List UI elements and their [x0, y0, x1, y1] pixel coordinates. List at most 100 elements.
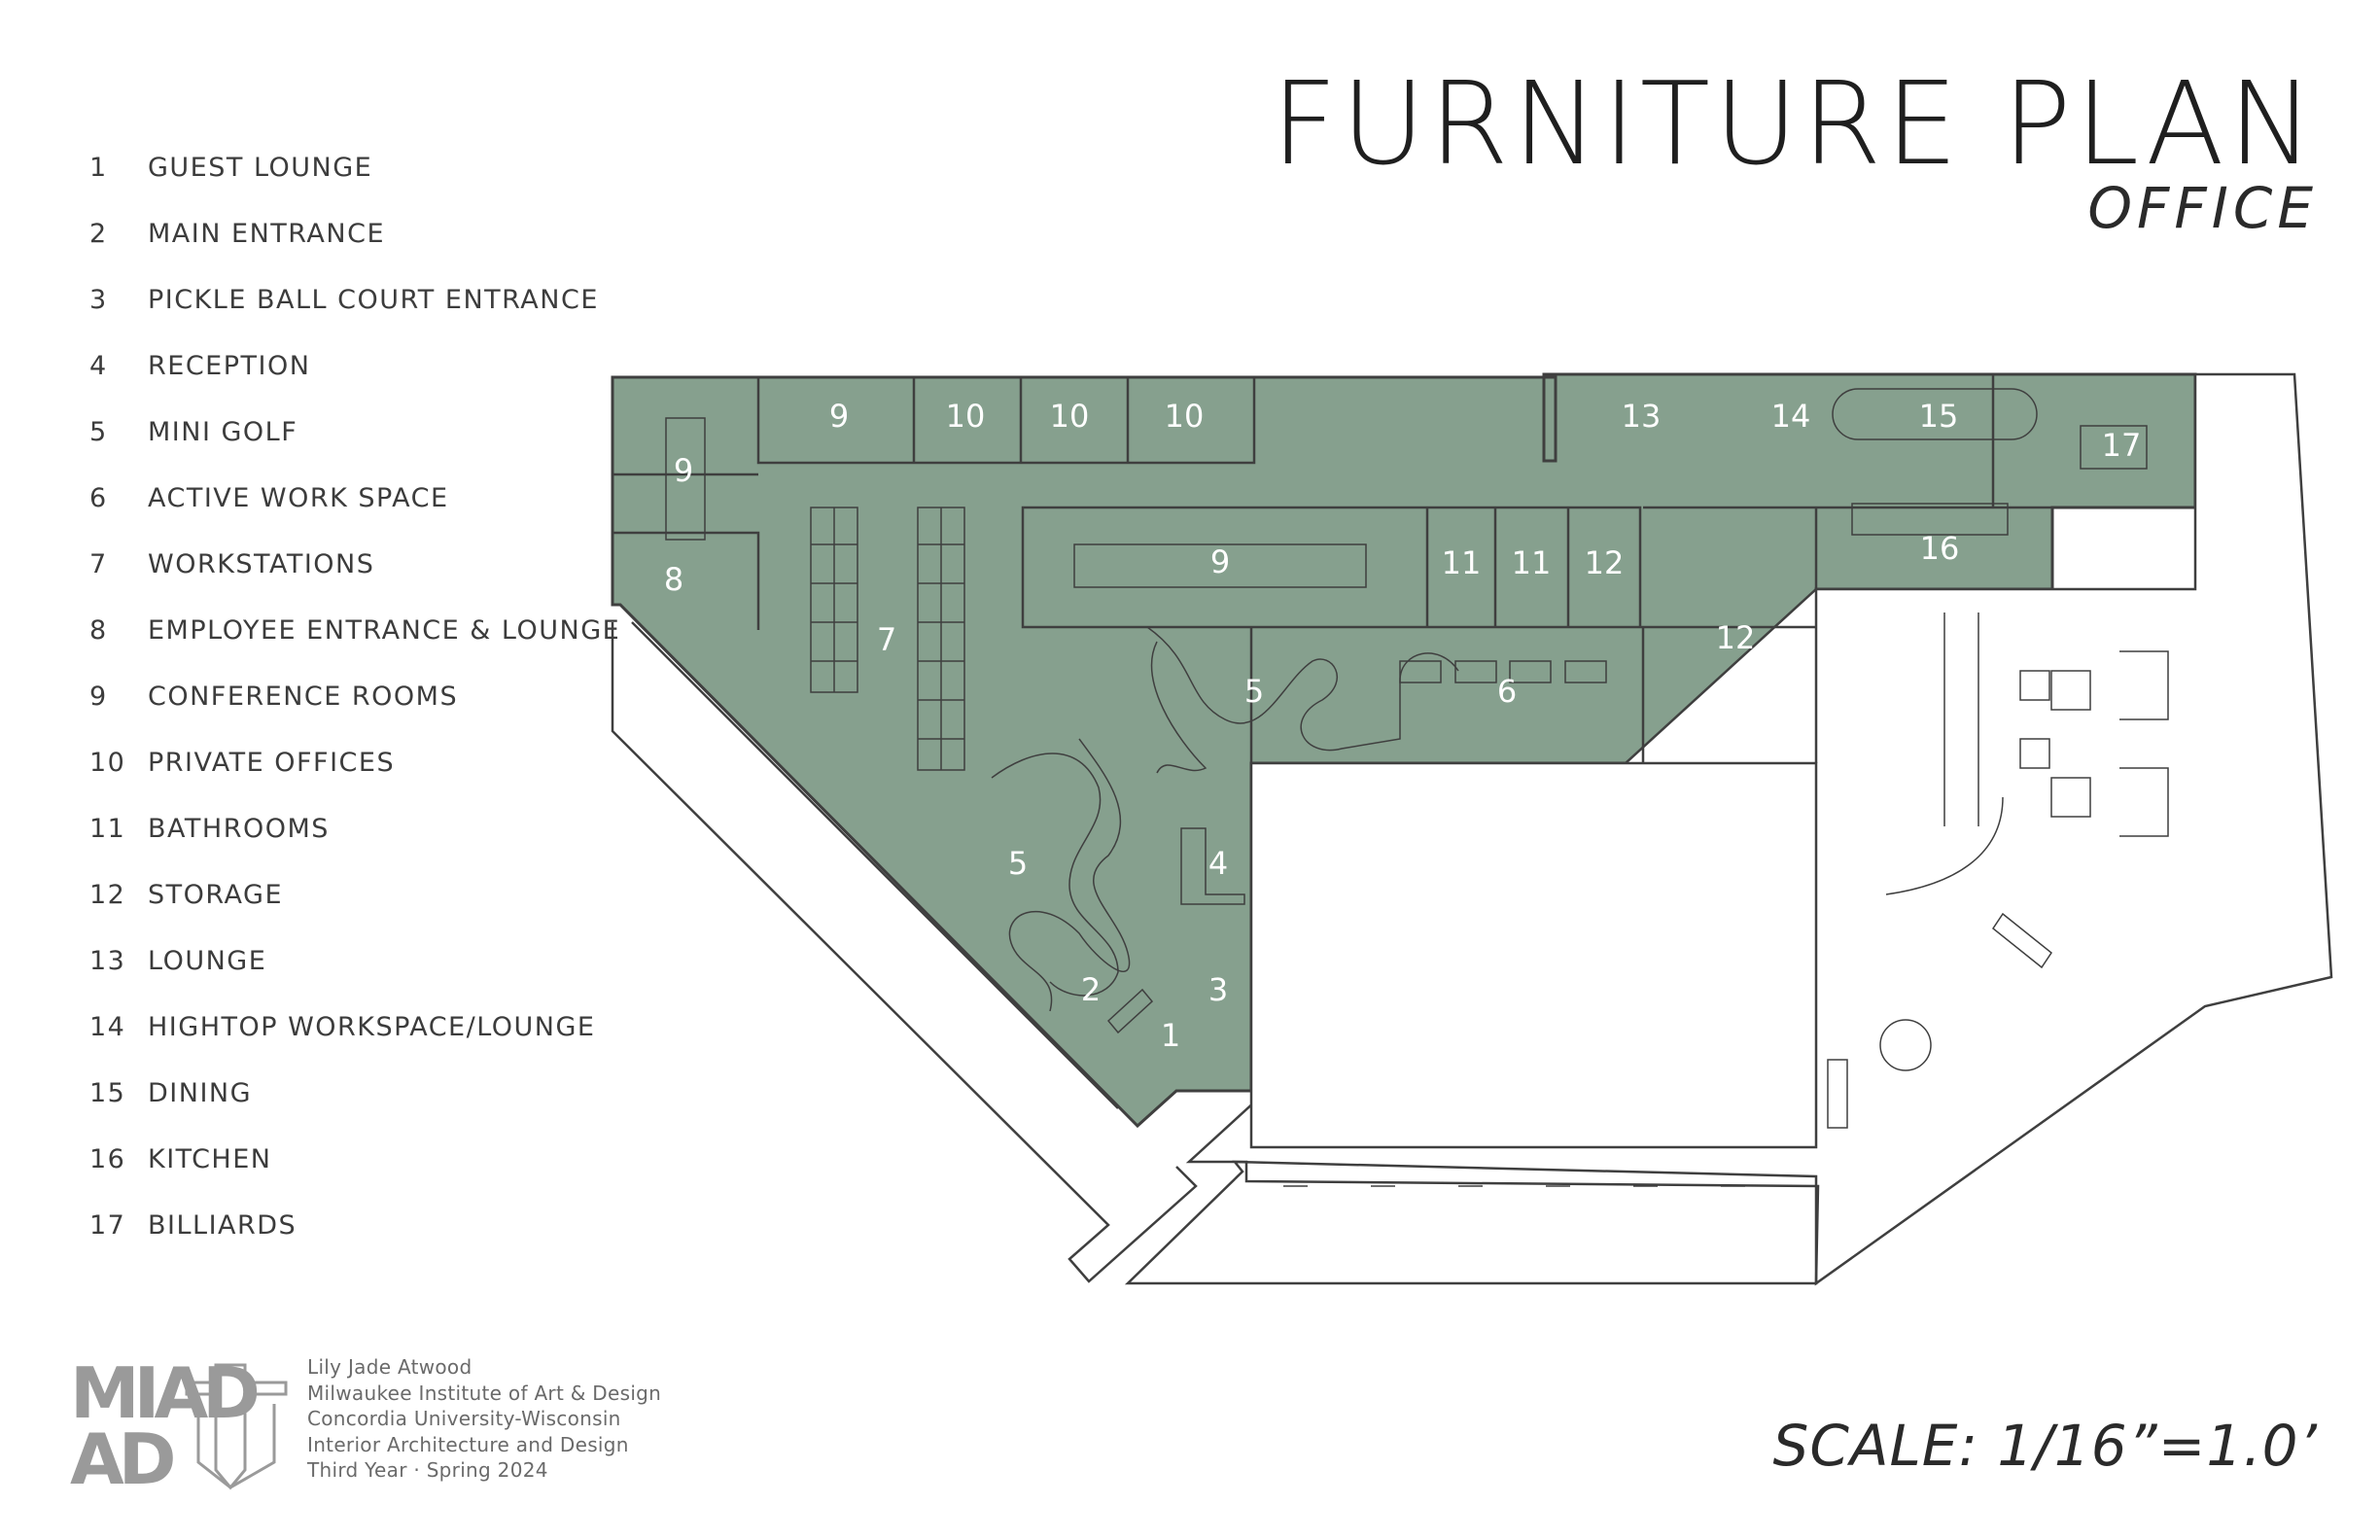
- room-label-11: 11: [1442, 544, 1482, 581]
- legend-item: 2 MAIN ENTRANCE: [89, 200, 620, 266]
- logo-text-top: MIAD: [70, 1355, 257, 1434]
- legend-item: 9 CONFERENCE ROOMS: [89, 663, 620, 729]
- right-wing-furniture: [1283, 612, 2169, 1187]
- room-label-15: 15: [1919, 398, 1959, 435]
- room-label-10: 10: [946, 398, 986, 435]
- room-label-6: 6: [1497, 673, 1517, 710]
- legend-item: 12 STORAGE: [89, 861, 620, 928]
- room-label-14: 14: [1771, 398, 1811, 435]
- legend-label: ACTIVE WORK SPACE: [148, 482, 449, 513]
- room-label-1: 1: [1161, 1017, 1180, 1054]
- guest-lounge-furniture: [1106, 988, 1154, 1034]
- dining-table: [1832, 388, 2038, 440]
- legend-number: 2: [89, 218, 108, 249]
- legend-number: 4: [89, 350, 108, 381]
- legend-item: 14 HIGHTOP WORKSPACE/LOUNGE: [89, 994, 620, 1060]
- legend-label: LOUNGE: [148, 945, 267, 976]
- mini-golf-path: [1008, 738, 1131, 1012]
- legend-label: EMPLOYEE ENTRANCE & LOUNGE: [148, 614, 621, 646]
- credit-line: Concordia University-Wisconsin: [307, 1407, 621, 1430]
- room-label-10: 10: [1165, 398, 1205, 435]
- legend-item: 11 BATHROOMS: [89, 795, 620, 861]
- legend-number: 15: [89, 1077, 126, 1108]
- miad-logo: MIAD AD: [70, 1355, 288, 1491]
- room-legend: 1 GUEST LOUNGE 2 MAIN ENTRANCE 3 PICKLE BAL…: [89, 134, 620, 1258]
- billiards-table: [2080, 425, 2148, 470]
- legend-label: BATHROOMS: [148, 813, 330, 844]
- credit-line: Interior Architecture and Design: [307, 1432, 629, 1456]
- legend-label: PICKLE BALL COURT ENTRANCE: [148, 284, 599, 315]
- credit-line: Lily Jade Atwood: [307, 1355, 472, 1379]
- legend-item: 4 RECEPTION: [89, 332, 620, 399]
- conference-table: [1073, 543, 1367, 588]
- active-work-desks: [1399, 660, 1607, 683]
- room-label-12: 12: [1585, 544, 1625, 581]
- legend-label: MINI GOLF: [148, 416, 298, 447]
- mini-golf-path: [1151, 641, 1208, 774]
- legend-item: 3 PICKLE BALL COURT ENTRANCE: [89, 266, 620, 332]
- logo-text-bottom: AD: [70, 1418, 173, 1491]
- courtyard: [1249, 761, 1818, 1149]
- south-terrace-outline: [1124, 1160, 1818, 1285]
- conference-table: [665, 417, 706, 541]
- room-label-11: 11: [1512, 544, 1552, 581]
- legend-number: 10: [89, 747, 126, 778]
- legend-label: HIGHTOP WORKSPACE/LOUNGE: [148, 1011, 596, 1042]
- partition-lines: [612, 374, 2054, 763]
- room-label-2: 2: [1081, 971, 1101, 1008]
- credits-block: Lily Jade Atwood Milwaukee Institute of …: [307, 1354, 661, 1484]
- legend-number: 8: [89, 614, 108, 646]
- legend-number: 12: [89, 879, 126, 910]
- legend-item: 13 LOUNGE: [89, 928, 620, 994]
- room-label-13: 13: [1622, 398, 1662, 435]
- room-label-8: 8: [664, 561, 683, 598]
- page-subtitle: OFFICE: [2087, 175, 2318, 241]
- west-diagonal-inner: [631, 621, 1119, 1109]
- legend-number: 3: [89, 284, 108, 315]
- room-label-9: 9: [674, 452, 693, 489]
- room-label-5: 5: [1244, 673, 1264, 710]
- room-label-7: 7: [877, 621, 896, 658]
- legend-label: MAIN ENTRANCE: [148, 218, 386, 249]
- legend-item: 8 EMPLOYEE ENTRANCE & LOUNGE: [89, 597, 620, 663]
- room-label-9: 9: [829, 398, 849, 435]
- scale-note: SCALE: 1/16”=1.0’: [1772, 1413, 2318, 1479]
- mini-golf-path: [991, 752, 1119, 997]
- page-title: FURNITURE PLAN: [1271, 56, 2318, 191]
- room-label-5: 5: [1008, 845, 1028, 882]
- room-labels: 9 10 10 10 13 14 15 17 9 9 8 7 11 11 12 …: [664, 398, 2142, 1054]
- west-diagonal-wall: [611, 622, 1198, 1283]
- legend-number: 11: [89, 813, 126, 844]
- legend-item: 10 PRIVATE OFFICES: [89, 729, 620, 795]
- legend-number: 9: [89, 681, 108, 712]
- legend-number: 1: [89, 152, 108, 183]
- room-label-12: 12: [1716, 619, 1756, 656]
- legend-number: 14: [89, 1011, 126, 1042]
- legend-label: PRIVATE OFFICES: [148, 747, 396, 778]
- legend-label: RECEPTION: [148, 350, 311, 381]
- room-label-3: 3: [1208, 971, 1228, 1008]
- room-label-9: 9: [1210, 543, 1230, 580]
- legend-number: 17: [89, 1209, 126, 1241]
- legend-number: 13: [89, 945, 126, 976]
- reception-desk: [1180, 827, 1245, 905]
- legend-item: 17 BILLIARDS: [89, 1192, 620, 1258]
- legend-label: STORAGE: [148, 879, 284, 910]
- legend-item: 5 MINI GOLF: [89, 399, 620, 465]
- legend-label: BILLIARDS: [148, 1209, 298, 1241]
- legend-label: CONFERENCE ROOMS: [148, 681, 459, 712]
- workstation-grid: [810, 507, 965, 771]
- legend-item: 1 GUEST LOUNGE: [89, 134, 620, 200]
- credit-line: Milwaukee Institute of Art & Design: [307, 1381, 662, 1405]
- room-label-17: 17: [2102, 427, 2142, 464]
- legend-label: GUEST LOUNGE: [148, 152, 373, 183]
- room-label-4: 4: [1208, 845, 1228, 882]
- room-label-10: 10: [1050, 398, 1090, 435]
- legend-number: 5: [89, 416, 108, 447]
- legend-label: WORKSTATIONS: [148, 548, 375, 579]
